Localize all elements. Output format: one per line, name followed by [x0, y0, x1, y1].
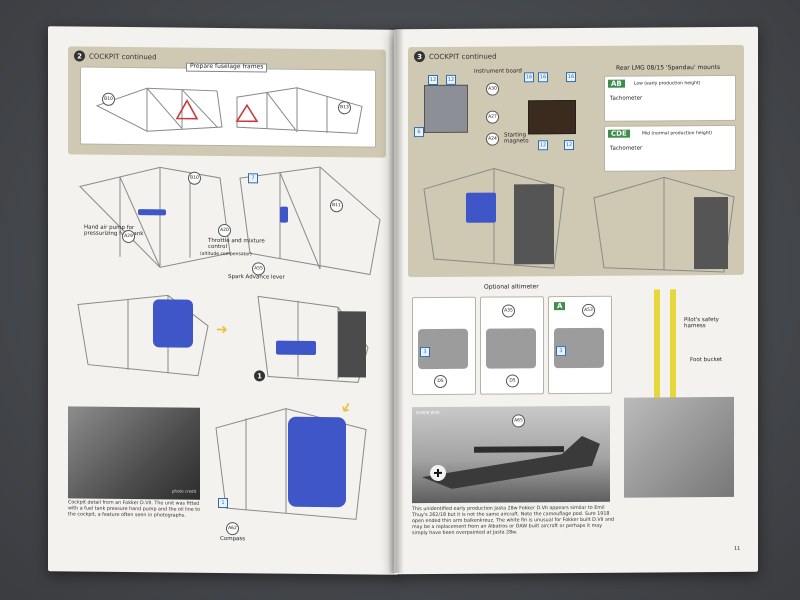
part-tag-12d: 12: [564, 140, 574, 151]
foot-bucket-label: Foot bucket: [690, 356, 723, 364]
section-header-right: 3 COCKPIT continued: [414, 51, 497, 63]
callout-a29: A29: [122, 229, 135, 244]
section-title: COCKPIT continued: [89, 52, 157, 61]
callout-a30: A30: [486, 82, 499, 96]
option-a-label: A: [554, 302, 566, 311]
photo-caption-right: This unidentified early production Jasta…: [412, 505, 615, 537]
callout-a62: A62: [226, 522, 239, 536]
frame-drawing-a: [95, 87, 363, 134]
callout-a24: A24: [486, 132, 499, 146]
part-tag-16a: 16: [524, 72, 534, 83]
reference-photo-left: [68, 406, 200, 500]
callout-b11: B11: [330, 199, 343, 213]
part-tag-12c: 12: [538, 140, 548, 151]
option-cde-note: Mid (normal production height): [642, 131, 713, 137]
callout-a27: A27: [486, 110, 499, 124]
photo-credit-right: D3000 W30: [416, 409, 440, 416]
step-number-right: 3: [414, 51, 425, 63]
instrument-board-installed: [466, 192, 496, 223]
cockpit-assembly-drawing: [215, 408, 367, 520]
instrument-board-label: Instrument board: [474, 68, 522, 75]
aircraft-silhouette: [422, 435, 600, 489]
callout-b10-a: B10: [102, 92, 115, 106]
callout-a65: A65: [512, 414, 525, 428]
part-tag-16c: 16: [566, 72, 576, 83]
fuselage-frame-assembly: [79, 166, 381, 276]
instrument-board-part: [424, 84, 468, 134]
optional-altimeter-label: Optional altimeter: [484, 283, 539, 291]
seat-installed-part: [288, 416, 346, 508]
photo-caption-left: Cockpit detail from an Fokker D.VII. The…: [68, 500, 201, 519]
left-page: 2 COCKPIT continued Prepare fuselage fra…: [48, 26, 398, 575]
tachometer-label-1: Tachometer: [610, 95, 643, 102]
floor-part: [276, 340, 316, 355]
spark-advance-label: Spark Advance lever: [228, 274, 285, 281]
throttle-sublabel: (altitude compensator): [200, 251, 252, 258]
hand-pump-part: [138, 209, 166, 216]
part-tag-7: 7: [248, 173, 258, 184]
rear-mounts-title: Rear LMG 08/15 'Spandau' mounts: [616, 63, 721, 72]
part-tag-16b: 16: [538, 72, 548, 83]
option-cde-label: CDE: [608, 129, 630, 138]
photo-credit-left: photo credit: [172, 488, 197, 494]
subsection-title: Prepare fuselage frames: [186, 62, 268, 73]
option-ab-note: Low (early production height): [634, 81, 701, 87]
callout-a35: A35: [502, 304, 515, 318]
frames-detail-box: Prepare fuselage frames: [80, 62, 376, 148]
option-ab-label: AB: [608, 79, 625, 88]
section-title-right: COCKPIT continued: [429, 52, 497, 61]
throttle-part: [280, 206, 288, 223]
part-tag-12b: 12: [446, 74, 456, 85]
throttle-label: Throttle and mixture control: [208, 237, 265, 251]
harness-installed-view: [624, 396, 734, 498]
arrow-right-icon: ➜: [216, 321, 228, 339]
pilot-harness-label: Pilot's safety harness: [684, 317, 719, 330]
part-tag-1: 1: [218, 497, 228, 509]
compass-label: Compass: [220, 535, 246, 543]
tachometer-label-2: Tachometer: [610, 145, 643, 152]
hand-air-pump-label: Hand air pump for pressurizing fuel tank: [84, 224, 144, 238]
seat-assembly-drawing: [77, 294, 369, 383]
seat-part: [153, 299, 193, 348]
callout-d5-a: D5: [434, 374, 447, 388]
callout-b13: B13: [338, 101, 351, 115]
right-page: 3 COCKPIT continued Instrument board 12 …: [394, 26, 758, 575]
instrument-detail-image: [528, 100, 576, 135]
page-number: 11: [734, 545, 741, 552]
section-header-left: 2 COCKPIT continued: [74, 50, 157, 62]
part-tag-3b: 3: [556, 346, 566, 357]
callout-a20: A20: [218, 223, 231, 238]
instruction-booklet: 2 COCKPIT continued Prepare fuselage fra…: [48, 26, 758, 575]
callout-d5-b: D5: [506, 374, 519, 388]
part-tag-6: 6: [414, 127, 424, 138]
part-tag-3a: 3: [420, 347, 430, 358]
seat-view-2: [486, 328, 536, 369]
callout-a53: A53: [582, 303, 595, 317]
sub-step-number: 1: [254, 370, 265, 382]
step-number: 2: [74, 50, 85, 62]
callout-b10-b: B10: [188, 171, 201, 185]
cockpit-rows-drawing: [423, 168, 735, 273]
aircraft-photo: [412, 405, 610, 504]
part-tag-12a: 12: [428, 74, 438, 86]
